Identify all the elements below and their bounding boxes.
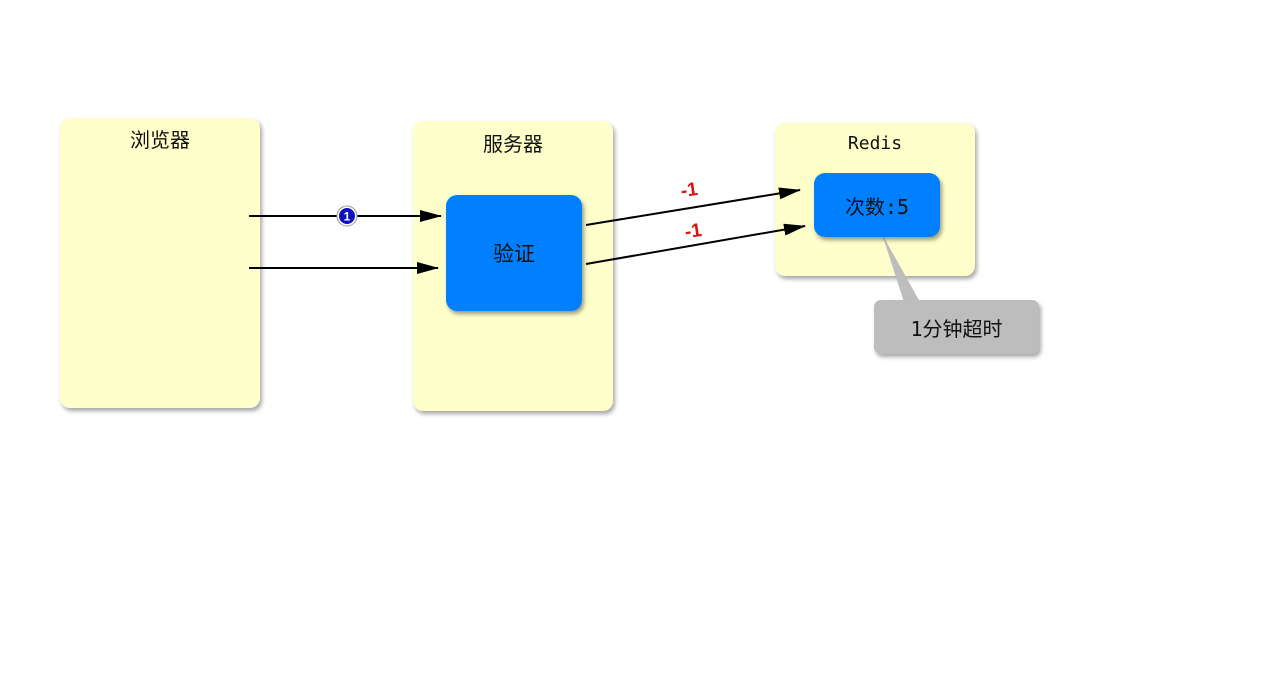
timeout-callout-text: 1分钟超时 (910, 316, 1003, 341)
server-title: 服务器 (483, 132, 543, 156)
step-badge-number: 1 (344, 210, 351, 224)
decrement-label-1: -1 (679, 178, 700, 203)
decrement-label-2: -1 (683, 219, 704, 244)
count-label: 次数:5 (844, 194, 910, 219)
callout-pointer (882, 234, 920, 302)
decrement-arrow-2 (585, 223, 806, 265)
decrement-arrow-1 (585, 187, 801, 226)
browser-panel: 浏览器 (60, 118, 260, 408)
timeout-callout: 1分钟超时 (874, 300, 1039, 354)
verify-box: 验证 (446, 195, 582, 311)
redis-title: Redis (847, 133, 903, 154)
count-box: 次数:5 (814, 173, 940, 237)
step-badge: 1 (336, 205, 358, 227)
verify-label: 验证 (493, 242, 535, 266)
browser-title: 浏览器 (130, 128, 190, 152)
